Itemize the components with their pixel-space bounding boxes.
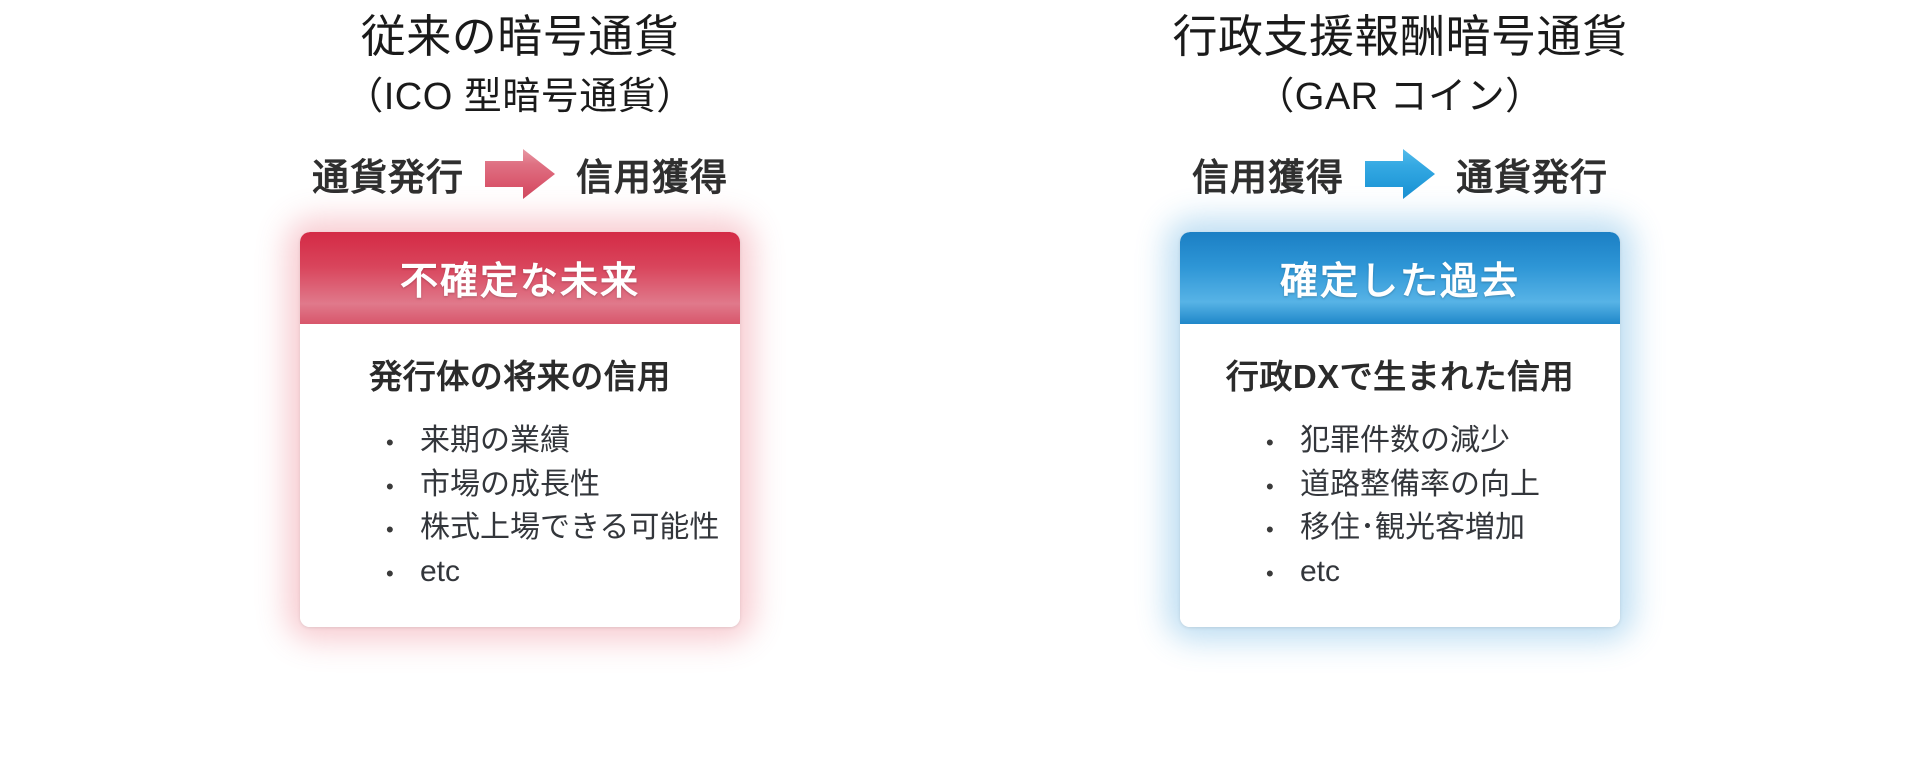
column-heading-right: 行政支援報酬暗号通貨 （GAR コイン） bbox=[1172, 8, 1627, 122]
card-subtitle-left: 発行体の将来の信用 bbox=[369, 357, 671, 395]
list-item-label: 株式上場できる可能性 bbox=[420, 511, 720, 545]
list-item-label: etc bbox=[1300, 555, 1341, 589]
column-conventional-crypto: 従来の暗号通貨 （ICO 型暗号通貨） 通貨発行 bbox=[140, 0, 900, 628]
card-uncertain-future: 不確定な未来 発行体の将来の信用 • 来期の業績 • 市場の成長性 • bbox=[300, 231, 740, 628]
list-item: • 市場の成長性 bbox=[386, 464, 600, 508]
bullet-marker-icon: • bbox=[386, 473, 394, 499]
list-item: • etc bbox=[386, 551, 460, 595]
bullet-marker-icon: • bbox=[386, 429, 394, 455]
list-item: • 移住･観光客増加 bbox=[1266, 507, 1525, 551]
flow-row-left: 通貨発行 信用獲得 bbox=[312, 146, 728, 202]
list-item: • etc bbox=[1266, 551, 1340, 595]
list-item-label: 道路整備率の向上 bbox=[1300, 467, 1540, 501]
column-gar-coin: 行政支援報酬暗号通貨 （GAR コイン） 信用獲得 bbox=[1020, 0, 1780, 628]
bullet-list-left: • 来期の業績 • 市場の成長性 • 株式上場できる可能性 • bbox=[300, 420, 740, 595]
list-item: • 道路整備率の向上 bbox=[1266, 464, 1540, 508]
flow-row-right: 信用獲得 通貨発行 bbox=[1192, 146, 1608, 202]
bullet-marker-icon: • bbox=[386, 561, 394, 587]
flow-to-label: 通貨発行 bbox=[1456, 156, 1608, 198]
list-item: • 来期の業績 bbox=[386, 420, 570, 464]
card-body-left: 発行体の将来の信用 • 来期の業績 • 市場の成長性 • 株式上場できる可能性 bbox=[300, 323, 740, 628]
bullet-marker-icon: • bbox=[1266, 473, 1274, 499]
heading-line-secondary: （GAR コイン） bbox=[1256, 75, 1544, 118]
list-item-label: etc bbox=[420, 555, 461, 589]
flow-from-label: 信用獲得 bbox=[1192, 156, 1344, 198]
list-item-label: 市場の成長性 bbox=[420, 467, 600, 501]
list-item-label: 来期の業績 bbox=[420, 423, 570, 457]
column-heading-left: 従来の暗号通貨 （ICO 型暗号通貨） bbox=[345, 8, 695, 122]
list-item-label: 移住･観光客増加 bbox=[1300, 511, 1525, 545]
bullet-list-right: • 犯罪件数の減少 • 道路整備率の向上 • 移住･観光客増加 • bbox=[1180, 420, 1620, 595]
card-confirmed-past: 確定した過去 行政DXで生まれた信用 • 犯罪件数の減少 • 道路整備率の向上 bbox=[1180, 231, 1620, 628]
list-item: • 株式上場できる可能性 bbox=[386, 507, 719, 551]
heading-line-primary: 行政支援報酬暗号通貨 bbox=[1172, 11, 1628, 62]
arrow-right-icon bbox=[1360, 146, 1440, 202]
card-body-right: 行政DXで生まれた信用 • 犯罪件数の減少 • 道路整備率の向上 • 移住･観光 bbox=[1180, 323, 1620, 628]
card-glow-left: 不確定な未来 発行体の将来の信用 • 来期の業績 • 市場の成長性 • bbox=[300, 231, 740, 628]
bullet-marker-icon: • bbox=[1266, 561, 1274, 587]
arrow-right-icon bbox=[480, 146, 560, 202]
card-subtitle-right: 行政DXで生まれた信用 bbox=[1225, 357, 1575, 395]
card-header-left: 不確定な未来 bbox=[300, 231, 740, 324]
card-header-right: 確定した過去 bbox=[1180, 231, 1620, 324]
card-glow-right: 確定した過去 行政DXで生まれた信用 • 犯罪件数の減少 • 道路整備率の向上 bbox=[1180, 231, 1620, 628]
bullet-marker-icon: • bbox=[386, 517, 394, 543]
list-item: • 犯罪件数の減少 bbox=[1266, 420, 1510, 464]
heading-line-primary: 従来の暗号通貨 bbox=[360, 11, 680, 62]
bullet-marker-icon: • bbox=[1266, 517, 1274, 543]
flow-from-label: 通貨発行 bbox=[312, 156, 464, 198]
heading-line-secondary: （ICO 型暗号通貨） bbox=[345, 75, 695, 118]
flow-to-label: 信用獲得 bbox=[576, 156, 728, 198]
bullet-marker-icon: • bbox=[1266, 429, 1274, 455]
list-item-label: 犯罪件数の減少 bbox=[1300, 423, 1510, 457]
